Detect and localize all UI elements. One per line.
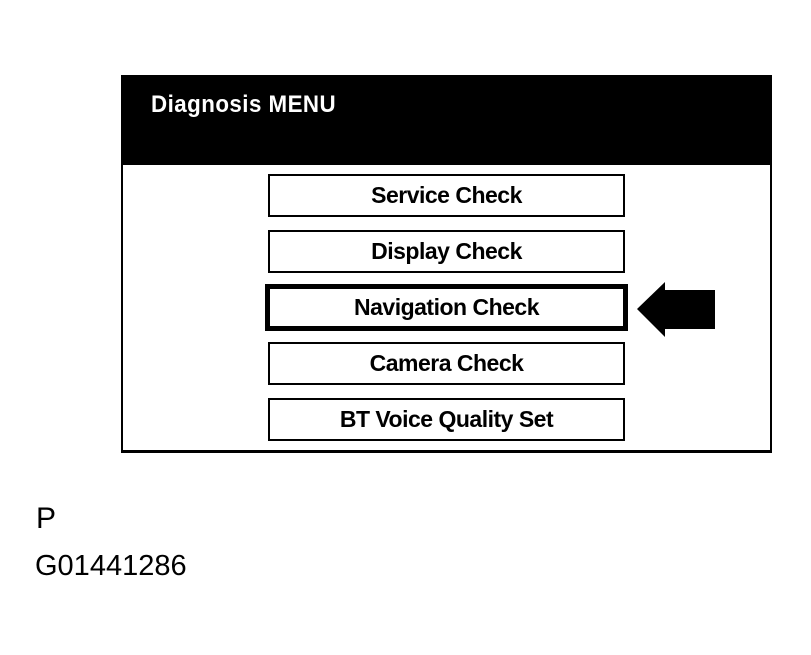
figure-label: P <box>36 502 57 535</box>
menu-button-camera-check[interactable]: Camera Check <box>268 342 625 385</box>
menu-button-display-check[interactable]: Display Check <box>268 230 625 273</box>
left-arrow-icon <box>637 282 715 337</box>
menu-button-service-check[interactable]: Service Check <box>268 174 625 217</box>
diagnosis-menu-panel: Diagnosis MENU Service Check Display Che… <box>121 75 772 453</box>
menu-button-list: Service Check Display Check Navigation C… <box>123 165 770 441</box>
menu-button-bt-voice-quality-set[interactable]: BT Voice Quality Set <box>268 398 625 441</box>
figure-id: G01441286 <box>35 550 187 582</box>
menu-button-navigation-check[interactable]: Navigation Check <box>265 284 628 331</box>
page-title: Diagnosis MENU <box>151 91 337 118</box>
panel-header: Diagnosis MENU <box>123 77 770 165</box>
